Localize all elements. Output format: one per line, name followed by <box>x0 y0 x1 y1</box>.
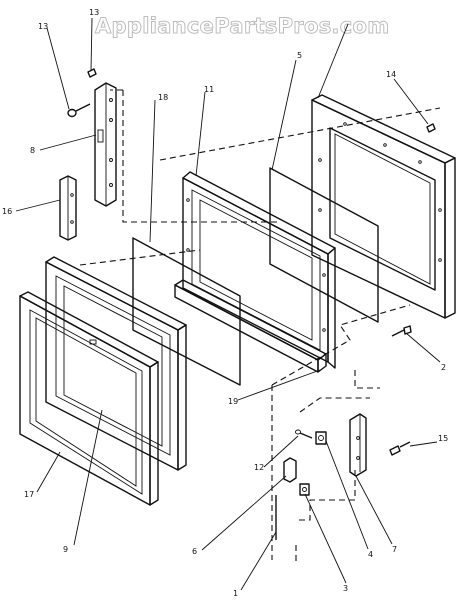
callout-2: 2 <box>441 363 446 372</box>
part-15-screw <box>389 441 411 456</box>
part-13-screw <box>67 68 97 118</box>
callout-3: 3 <box>343 584 348 593</box>
part-3-switch <box>299 483 310 496</box>
part-6-bracket <box>283 457 297 483</box>
part-18-glass <box>132 237 241 386</box>
callout-17: 17 <box>24 490 34 499</box>
part-11-inner-frame <box>174 171 336 373</box>
part-2-screw <box>391 325 412 337</box>
part-10-outer-panel <box>311 94 456 319</box>
callout-5: 5 <box>297 51 302 60</box>
part-8-hinge-bracket <box>94 82 117 207</box>
callout-12: 12 <box>254 463 264 472</box>
part-4-switch <box>315 431 327 445</box>
callout-15: 15 <box>438 434 448 443</box>
part-16-block <box>59 175 77 241</box>
callout-9: 9 <box>63 545 68 554</box>
callout-14: 14 <box>386 70 396 79</box>
callout-6: 6 <box>192 547 197 556</box>
watermark-text: AppliancePartsPros.com <box>95 14 389 38</box>
callout-16: 16 <box>2 207 12 216</box>
callout-1: 1 <box>233 589 238 598</box>
part-5-insulation <box>269 167 379 323</box>
part-9-door-trim <box>19 291 159 506</box>
callout-13b: 13 <box>89 8 99 17</box>
part-17-front-frame <box>45 256 187 471</box>
callout-11: 11 <box>204 85 214 94</box>
callout-19: 19 <box>228 397 238 406</box>
callout-7: 7 <box>392 545 397 554</box>
callout-18: 18 <box>158 93 168 102</box>
callout-4: 4 <box>368 550 373 559</box>
part-14-screw <box>426 123 436 133</box>
callout-8: 8 <box>30 146 35 155</box>
part-7-latch-plate <box>349 413 367 477</box>
assembly-guide-lines <box>79 89 441 565</box>
callout-labels: 13 13 18 11 5 14 8 16 2 19 15 12 4 17 7 … <box>2 8 448 598</box>
callout-13a: 13 <box>38 22 48 31</box>
part-12-screw <box>295 429 313 439</box>
leader-lines <box>15 17 441 591</box>
